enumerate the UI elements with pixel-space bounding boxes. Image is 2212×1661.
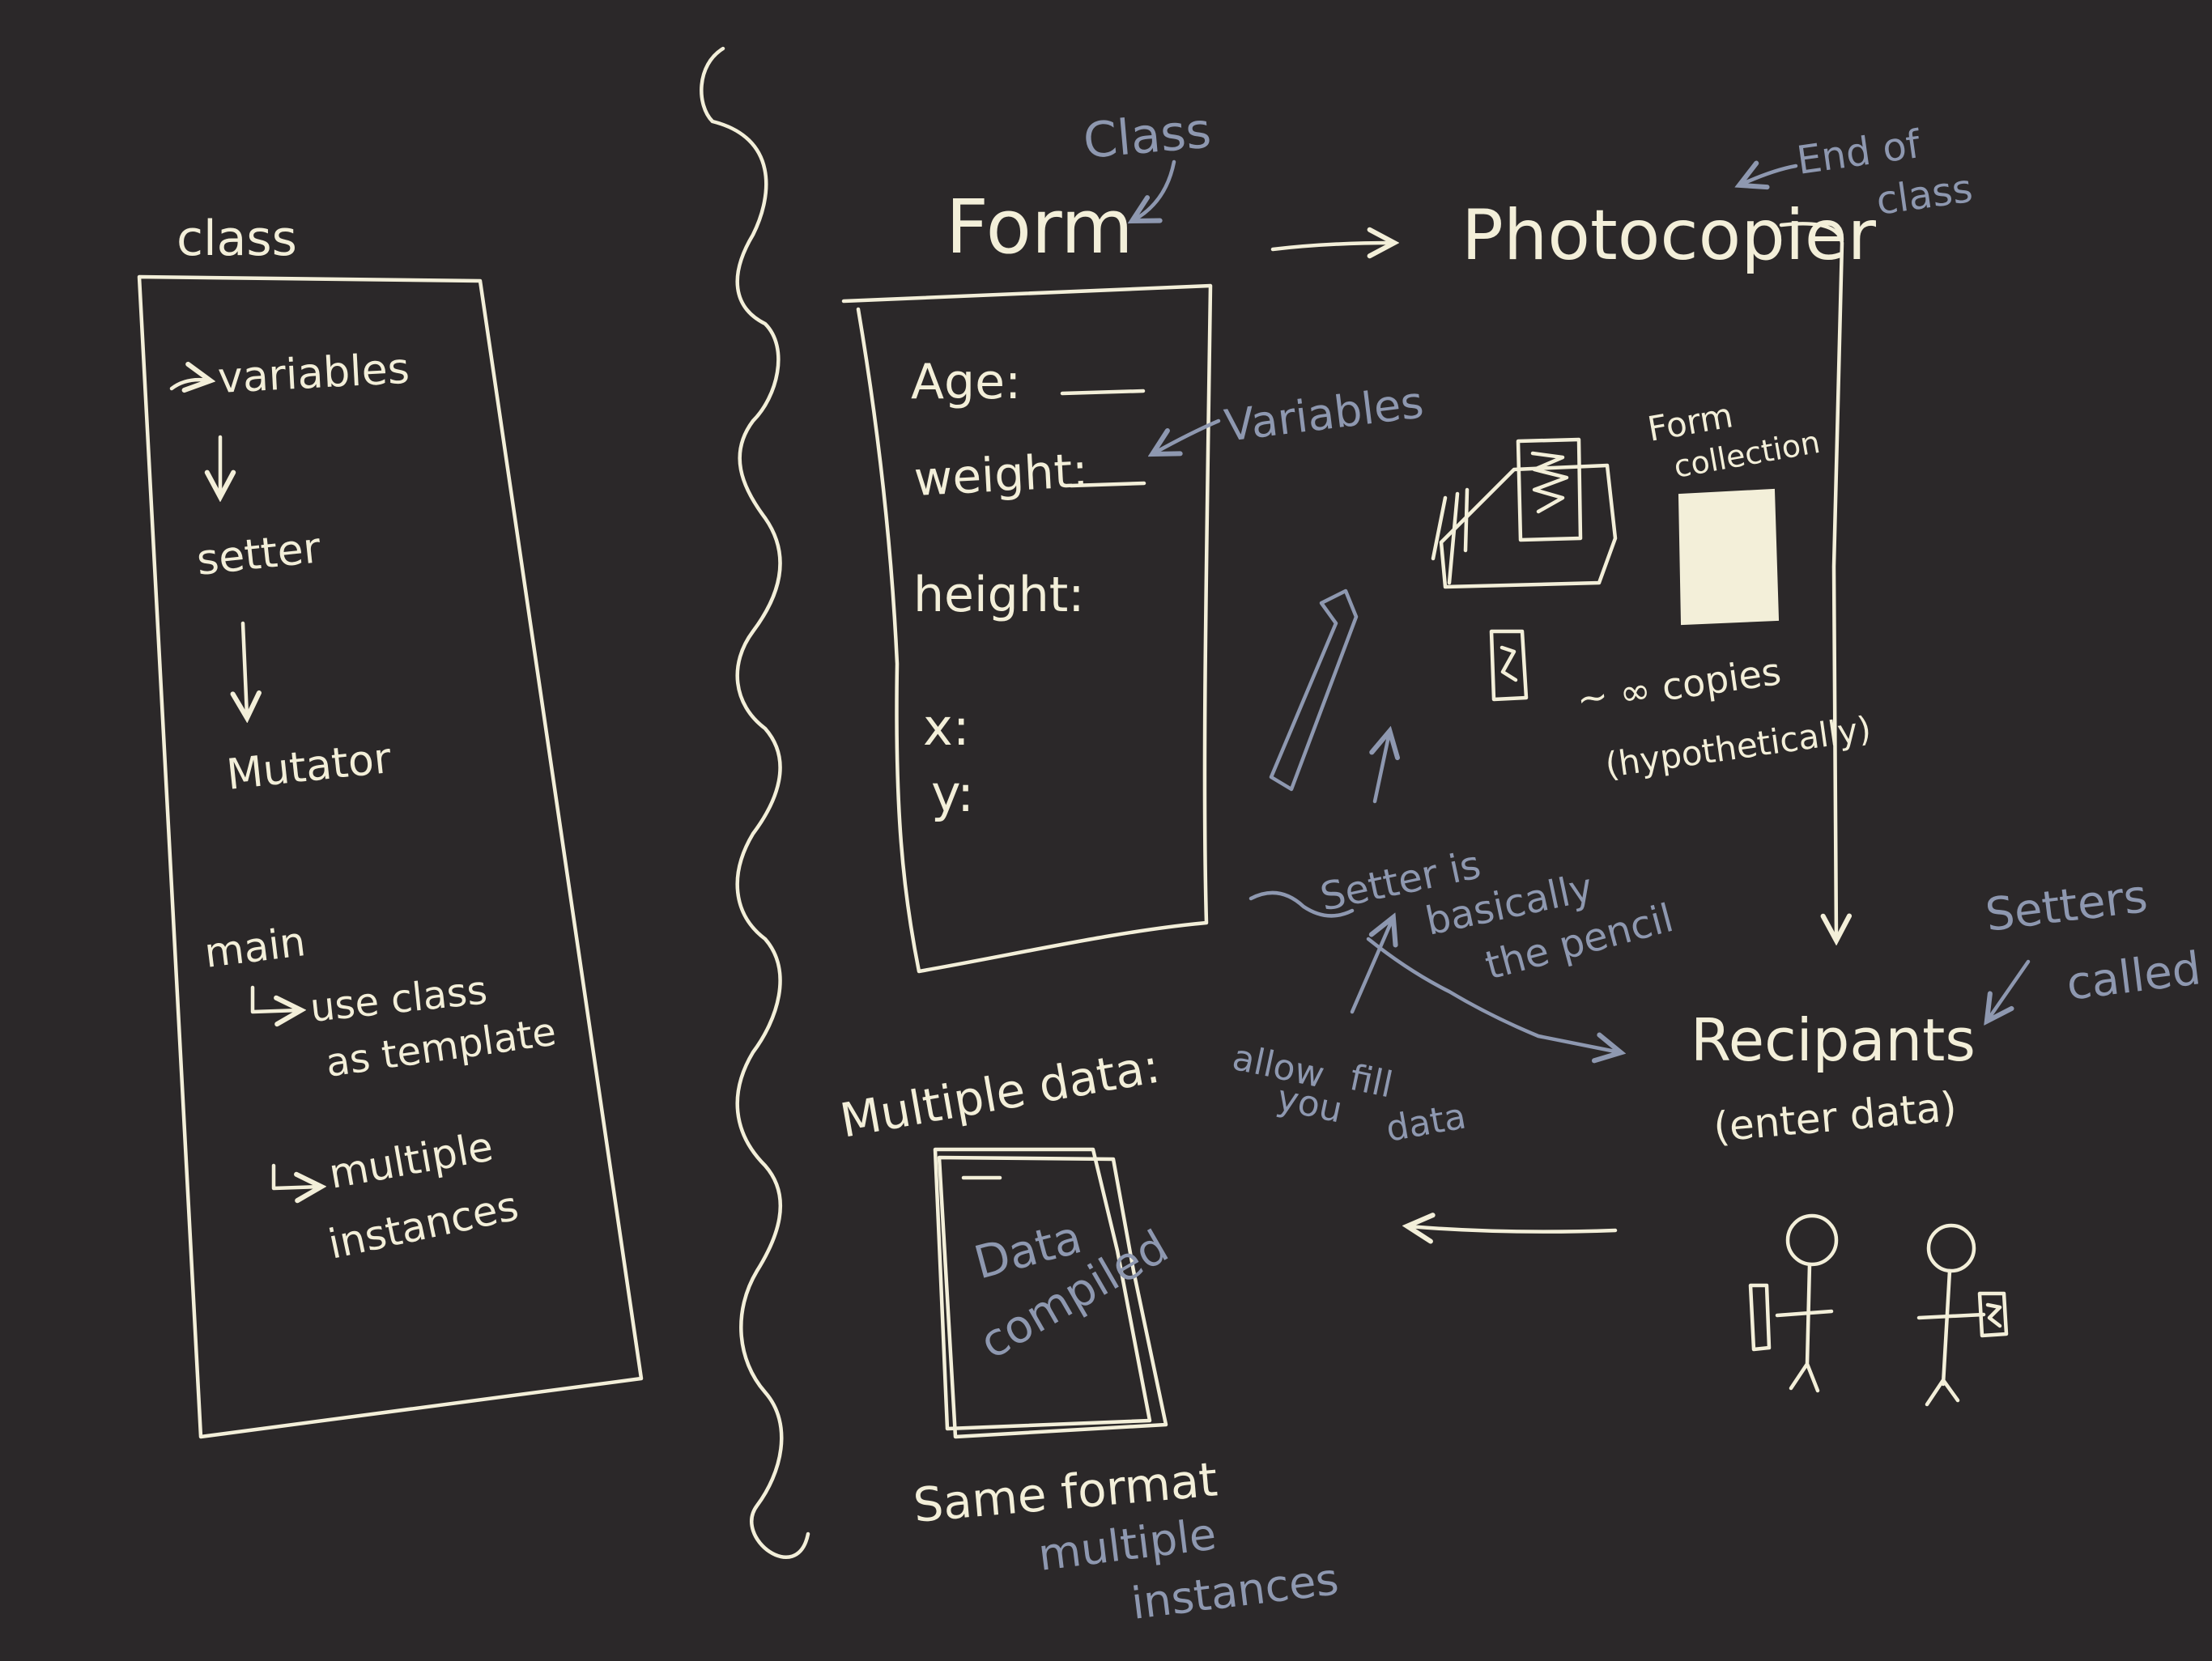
form-field-weight: weight: <box>912 443 1089 507</box>
form-field-age-line <box>1060 389 1146 396</box>
step-mutator: Mutator <box>224 734 393 800</box>
main-label: main <box>202 918 308 977</box>
stick-figure-right <box>1916 1223 2009 1407</box>
recipients-section: Recipants (enter data) Setters called <box>1691 870 2204 1407</box>
pencil-up-arrow <box>1375 733 1389 804</box>
pencil-icon <box>1269 588 1359 792</box>
copies-note-line-1: ~ ∞ copies <box>1574 649 1784 721</box>
down-arrow-2 <box>243 621 247 716</box>
main-item-multiple: multiple <box>325 1123 496 1198</box>
step-variables: variables <box>217 345 411 403</box>
recipients-sub-label: (enter data) <box>1712 1083 1959 1151</box>
class-annotation-arrow <box>1134 159 1176 220</box>
main-item-instances: instances <box>324 1183 522 1268</box>
data-stack-front-sheet <box>933 1147 1152 1431</box>
fill-note-data: data <box>1383 1095 1469 1149</box>
form-field-weight-line <box>1069 481 1146 488</box>
end-of-class-line-2: class <box>1874 166 1976 224</box>
form-title: Form <box>946 184 1134 270</box>
form-field-x: x: <box>923 698 970 757</box>
setter-to-recipients-squiggle <box>1366 937 1619 1052</box>
form-to-photocopier-arrow <box>1270 243 1393 249</box>
variables-annotation: Variables <box>1222 376 1427 452</box>
setters-called-line-1: Setters <box>1983 870 2150 942</box>
data-stack-back-sheet <box>937 1155 1168 1439</box>
main-sub-arrow-2 <box>271 1163 320 1188</box>
left-class-panel: class variables setter Mutator main use … <box>137 210 644 1439</box>
form-field-y: y: <box>931 764 974 823</box>
photocopier-icon <box>1431 437 1618 702</box>
photocopier-label: Photocopier <box>1461 195 1877 276</box>
main-sub-arrow-1 <box>250 985 300 1012</box>
end-of-class-arrow <box>1741 166 1798 185</box>
form-field-age: Age: <box>911 354 1021 410</box>
multiple-data-section: Multiple data: Data compiled Same format… <box>836 1039 1342 1629</box>
class-box-outline <box>137 274 644 1439</box>
form-section: Class Form Age: weight: height: x: y: Va… <box>841 102 1427 974</box>
photocopier-to-recipients-arrow <box>1779 222 1842 939</box>
variables-annotation-arrow <box>1154 418 1221 453</box>
fill-note-fill: fill <box>1346 1057 1397 1107</box>
step-setter: setter <box>194 524 323 585</box>
form-box-outline <box>841 283 1213 974</box>
setter-note-squiggle-left <box>1249 890 1355 918</box>
fill-data-arrow <box>1350 919 1393 1014</box>
stick-figure-left <box>1748 1213 1839 1393</box>
multiple-data-label: Multiple data: <box>836 1039 1164 1149</box>
recipients-to-multiple-data-arrow <box>1409 1226 1618 1232</box>
setters-called-arrow <box>1988 959 2031 1020</box>
form-class-annotation: Class <box>1081 102 1213 169</box>
wavy-divider <box>700 46 810 1559</box>
setters-called-line-2: called <box>2064 942 2204 1011</box>
photocopier-section: Photocopier End of class Form collection… <box>1431 121 1976 939</box>
left-class-title: class <box>177 210 297 267</box>
form-field-height: height: <box>913 567 1084 623</box>
form-collection-stack-icon <box>1678 488 1780 626</box>
variables-bullet-arrow <box>169 380 209 389</box>
fill-note-you: you <box>1274 1077 1346 1132</box>
recipients-label: Recipants <box>1691 1006 1976 1074</box>
copies-note-line-2: (hypothetically) <box>1603 708 1874 785</box>
